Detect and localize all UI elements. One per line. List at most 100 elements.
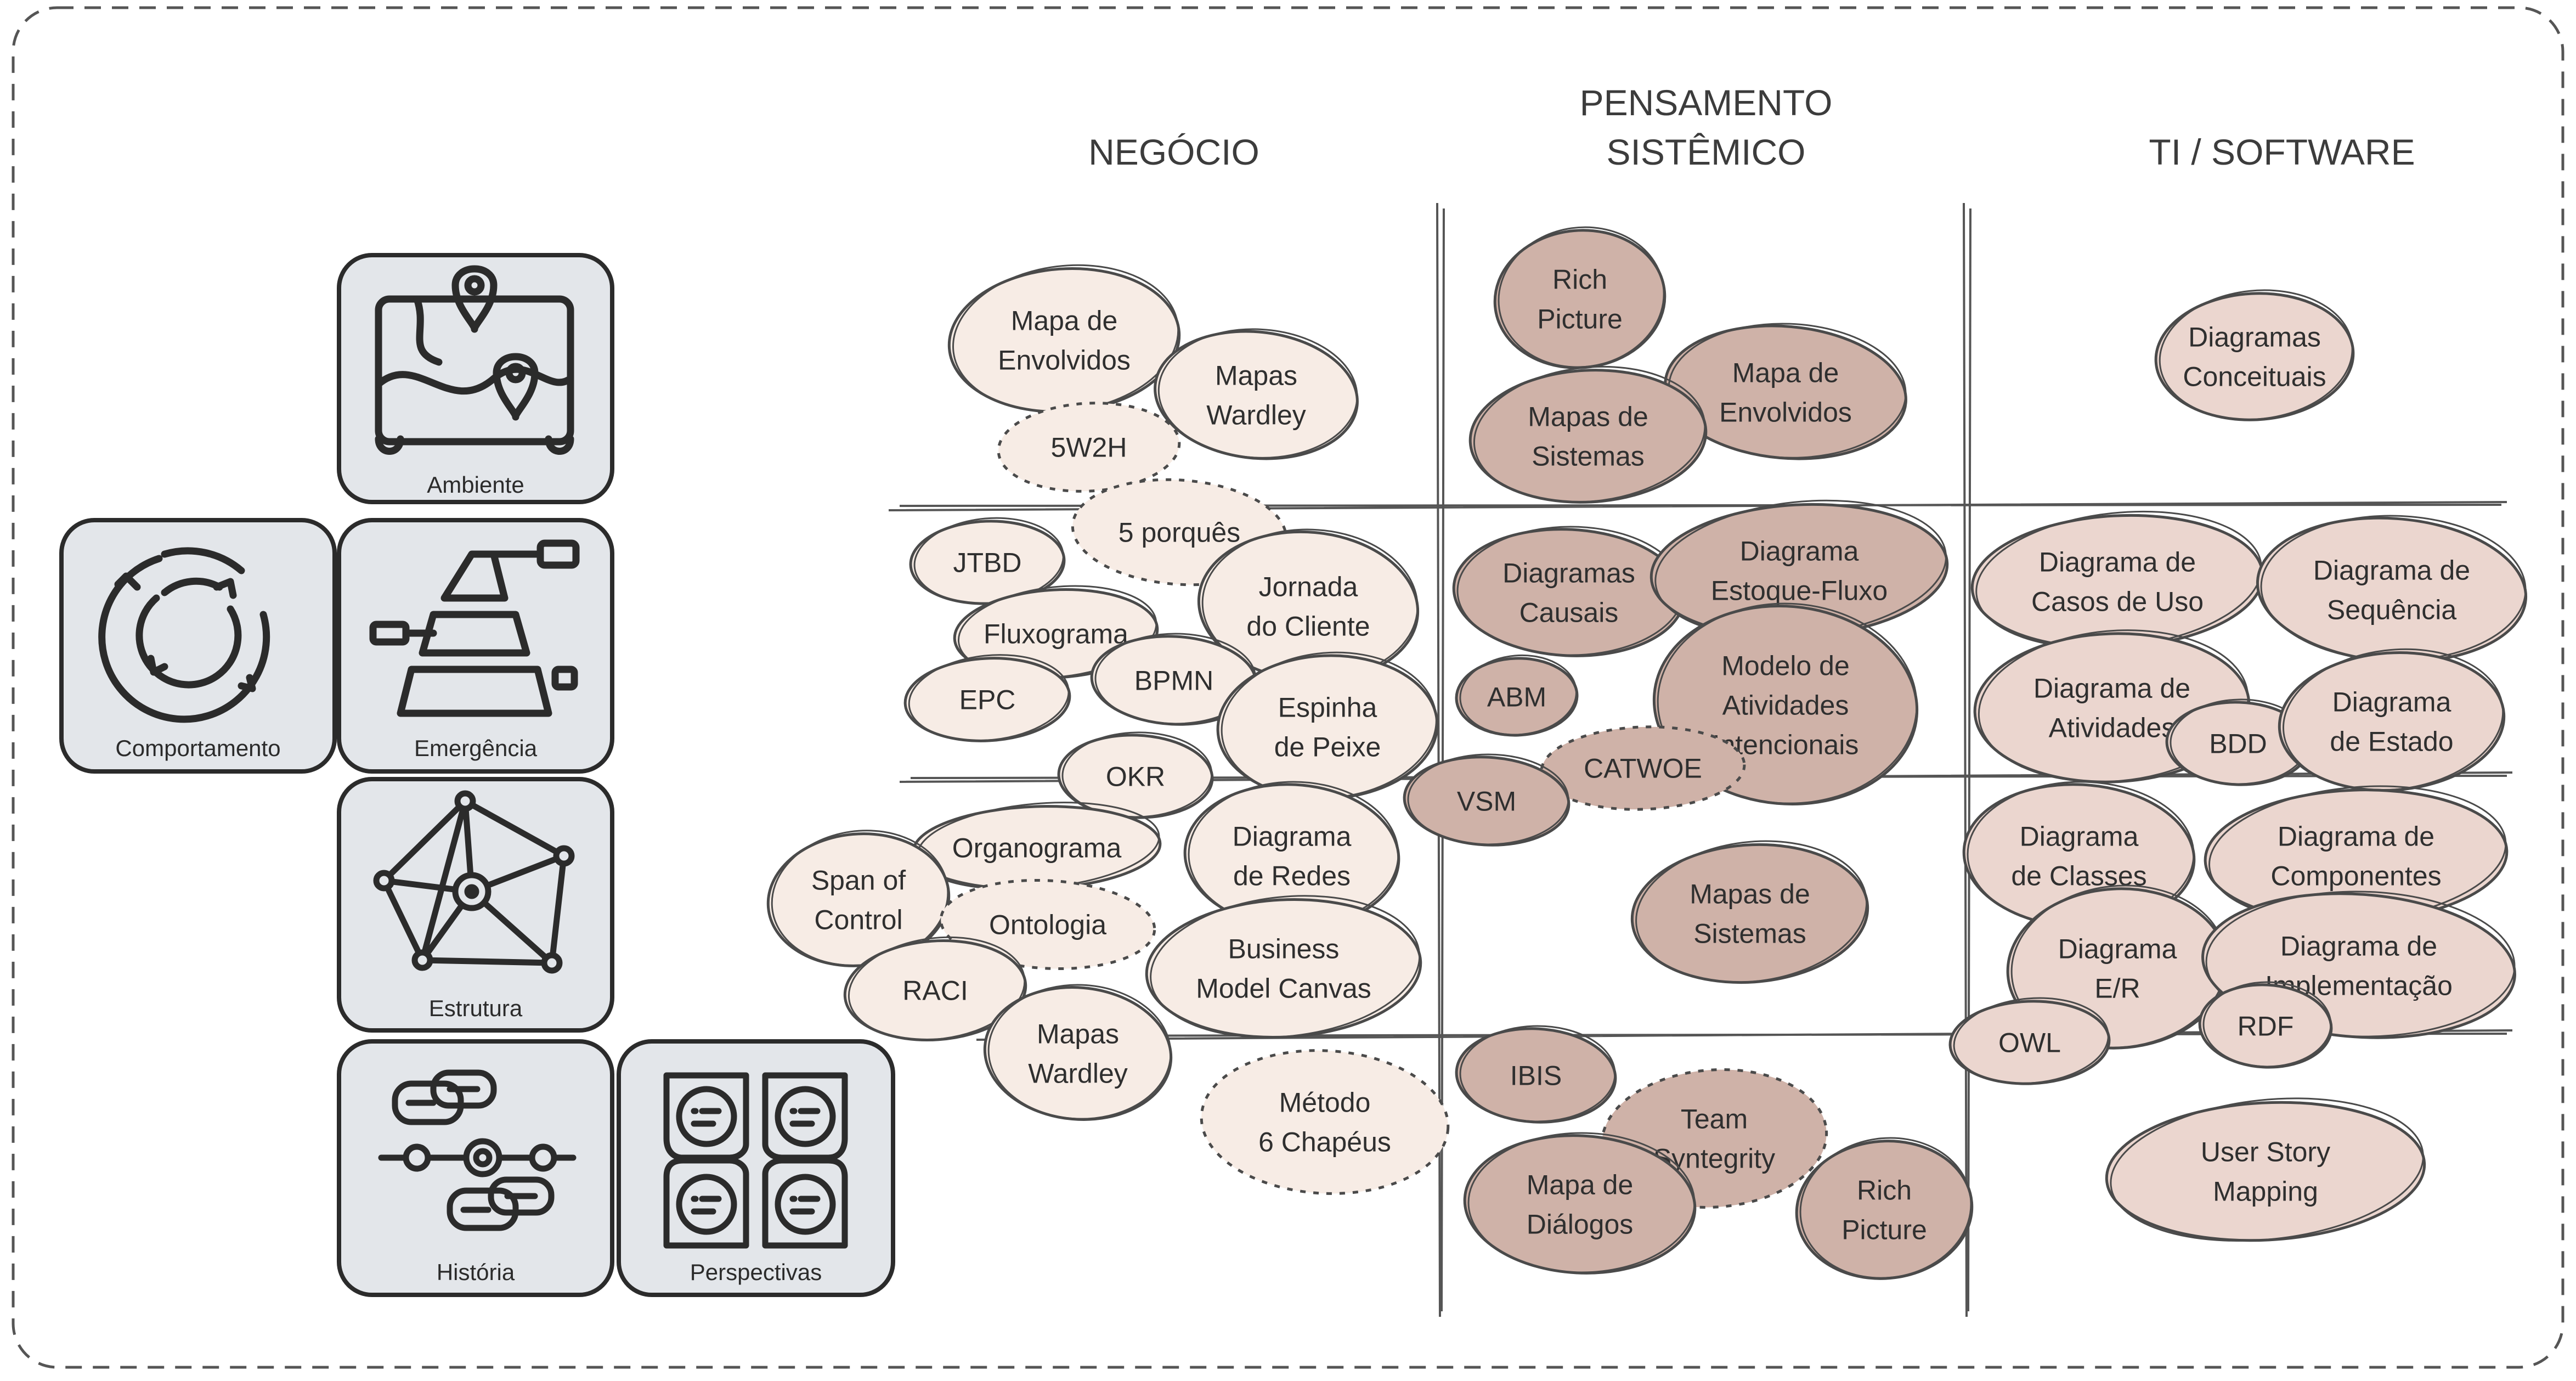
bubble-label: Sistemas bbox=[1532, 441, 1645, 472]
bubble-label: Mapas bbox=[1215, 360, 1297, 391]
bubble-label: ABM bbox=[1487, 682, 1546, 713]
bubble-vsm: VSM bbox=[1403, 753, 1571, 847]
card-label: Estrutura bbox=[429, 995, 523, 1021]
bubble-label: Rich bbox=[1857, 1175, 1912, 1206]
bubble-label: Picture bbox=[1841, 1215, 1927, 1245]
bubble-mapa-de-dialogos: Mapa de Diálogos bbox=[1463, 1132, 1697, 1275]
bubble-label: IBIS bbox=[1510, 1061, 1562, 1091]
bubble-label: do Cliente bbox=[1246, 611, 1370, 642]
bubble-label: Diagrama bbox=[2332, 687, 2451, 718]
bubble-label: Método bbox=[1279, 1087, 1371, 1118]
bubble-label: Diagrama de bbox=[2280, 931, 2437, 962]
bubble-mapa-de-envolvidos: Mapa de Envolvidos bbox=[947, 264, 1181, 414]
bubble-label: Mapas de bbox=[1690, 879, 1810, 910]
bubble-label: OKR bbox=[1106, 762, 1165, 792]
bubble-label: Causais bbox=[1519, 598, 1619, 628]
bubble-label: Diagrama bbox=[2020, 821, 2139, 852]
bubble-label: Wardley bbox=[1028, 1058, 1128, 1089]
bubble-label: Mapa de bbox=[1732, 358, 1839, 388]
bubble-metodo-6-chapeus: Método 6 Chapéus bbox=[1200, 1049, 1450, 1195]
bubble-label: Control bbox=[814, 905, 902, 935]
bubble-rdf: RDF bbox=[2198, 981, 2333, 1069]
bubble-label: CATWOE bbox=[1584, 753, 1702, 784]
category-card-historia: História bbox=[337, 1039, 614, 1297]
bubble-mapas-de-sistemas: Mapas de Sistemas bbox=[1468, 365, 1708, 504]
bubble-label: OWL bbox=[1998, 1028, 2061, 1058]
bubble-label: Sistemas bbox=[1693, 918, 1806, 949]
bubble-label: Mapa de bbox=[1527, 1170, 1634, 1200]
category-card-perspectivas: Perspectivas bbox=[617, 1039, 895, 1297]
card-label: Ambiente bbox=[427, 472, 524, 498]
column-heading-systems-line1: PENSAMENTO bbox=[1580, 82, 1833, 123]
bubble-diagrama-de-componentes: Diagrama de Componentes bbox=[2204, 785, 2509, 923]
layered-pyramid-icon bbox=[369, 539, 580, 717]
bubble-label: Diagrama bbox=[1233, 821, 1352, 852]
bubble-diagrama-de-estado: Diagrama de Estado bbox=[2278, 648, 2506, 792]
bubble-mapa-de-envolvidos: Mapa de Envolvidos bbox=[1664, 323, 1907, 460]
bubble-ontologia: Ontologia bbox=[939, 878, 1156, 971]
column-heading-systems-line2: SISTÊMICO bbox=[1606, 132, 1805, 172]
bubble-label: Mapa de bbox=[1011, 306, 1118, 336]
bubble-5w2h: 5W2H bbox=[997, 402, 1181, 493]
bubble-label: EPC bbox=[959, 685, 1016, 715]
bubble-label: de Estado bbox=[2330, 726, 2453, 757]
cycle-arrows-icon bbox=[98, 547, 270, 723]
bubble-label: User Story bbox=[2201, 1137, 2330, 1168]
bubble-label: Diagrama de bbox=[2033, 673, 2190, 704]
bubble-label: Mapas de bbox=[1528, 402, 1648, 432]
bubble-label: de Classes bbox=[2011, 861, 2146, 892]
bubble-label: Mapas bbox=[1037, 1019, 1119, 1050]
bubble-label: E/R bbox=[2094, 973, 2140, 1004]
bubble-label: Picture bbox=[1537, 304, 1623, 335]
bubble-label: JTBD bbox=[953, 548, 1022, 578]
bubble-label: 5 porquês bbox=[1118, 517, 1240, 548]
bubble-label: Diagrama de bbox=[2313, 555, 2470, 586]
bubble-label: Componentes bbox=[2270, 861, 2441, 892]
bubble-label: Estoque-Fluxo bbox=[1711, 576, 1888, 606]
card-label: Comportamento bbox=[115, 735, 280, 761]
bubble-label: Rich bbox=[1552, 264, 1607, 295]
bubble-label: Modelo de bbox=[1721, 651, 1850, 681]
map-with-pins-icon bbox=[375, 265, 574, 455]
card-label: Perspectivas bbox=[690, 1259, 822, 1285]
bubble-label: Envolvidos bbox=[998, 345, 1131, 376]
grid-vertical-right bbox=[1963, 202, 1971, 1317]
bubble-epc: EPC bbox=[903, 654, 1071, 742]
bubble-label: RACI bbox=[902, 976, 968, 1006]
bubble-label: Diagramas bbox=[2188, 322, 2321, 353]
bubble-label: Conceituais bbox=[2183, 362, 2326, 392]
network-icon bbox=[373, 790, 575, 974]
category-card-ambiente: Ambiente bbox=[337, 253, 614, 504]
category-card-estrutura: Estrutura bbox=[337, 777, 614, 1033]
bubble-label: de Redes bbox=[1233, 861, 1351, 892]
bubble-label: Casos de Uso bbox=[2031, 587, 2204, 617]
bubble-label: Business bbox=[1228, 934, 1340, 965]
bubble-okr: OKR bbox=[1057, 731, 1214, 819]
timeline-chat-icon bbox=[378, 1069, 577, 1231]
bubble-label: Diagrama de bbox=[2278, 821, 2434, 852]
bubble-ibis: IBIS bbox=[1455, 1025, 1617, 1124]
bubble-mapas-de-sistemas: Mapas de Sistemas bbox=[1630, 840, 1869, 984]
bubble-label: Atividades bbox=[1722, 690, 1849, 721]
bubble-label: RDF bbox=[2238, 1011, 2294, 1042]
bubble-label: Diálogos bbox=[1527, 1209, 1634, 1240]
bubble-label: Wardley bbox=[1206, 400, 1306, 431]
bubble-label: Diagrama bbox=[1740, 536, 1859, 567]
four-viewpoints-icon bbox=[663, 1072, 848, 1249]
bubble-label: Model Canvas bbox=[1196, 973, 1371, 1004]
bubble-label: 6 Chapéus bbox=[1258, 1127, 1391, 1158]
bubble-label: Envolvidos bbox=[1719, 397, 1852, 428]
bubble-label: Span of bbox=[811, 865, 906, 896]
card-label: História bbox=[437, 1259, 515, 1285]
